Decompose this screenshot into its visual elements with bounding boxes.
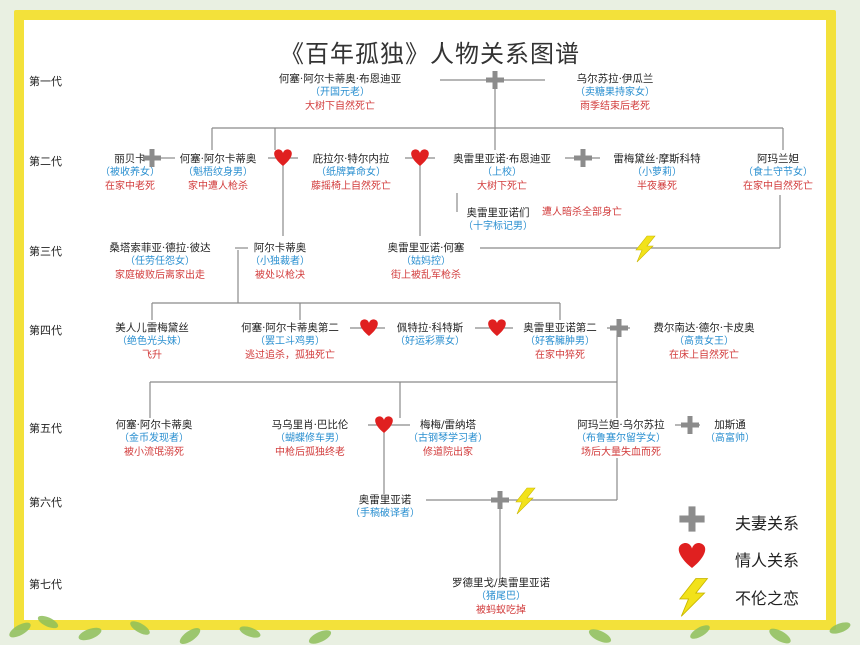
spouse-plus-icon [610, 319, 628, 337]
person-santa-sofia: 桑塔索菲亚·德拉·彼达 （任劳任怨女） 家庭破败后离家出走 [109, 242, 211, 281]
person-ursula: 乌尔苏拉·伊瓜兰 （卖糖果持家女） 雨季结束后老死 [575, 73, 655, 112]
person-amaranta: 阿玛兰妲 （食土守节女） 在家中自然死亡 [743, 153, 813, 192]
person-rebeca: 丽贝卡 （被收养女） 在家中老死 [100, 153, 160, 192]
generation-label: 第四代 [29, 324, 62, 337]
incest-bolt-icon [635, 235, 656, 263]
fate-aurelianos-17: 遭人暗杀全部身亡 [542, 207, 622, 218]
decorative-leaves [9, 615, 851, 645]
person-gaston: 加斯通 （高富帅） [705, 419, 755, 444]
person-jose-arcadio-2: 何塞·阿尔卡蒂奥 （魁梧纹身男） 家中遭人枪杀 [179, 153, 257, 192]
person-jose-arcadio-buendia: 何塞·阿尔卡蒂奥·布恩迪亚 （开国元老） 大树下自然死亡 [278, 73, 402, 112]
person-aureliano-colonel: 奥雷里亚诺·布恩迪亚 （上校） 大树下死亡 [453, 153, 551, 192]
person-aurelianos-17: 奥雷里亚诺们 （十字标记男） [463, 207, 533, 232]
legend-heart-icon [678, 543, 706, 568]
person-amaranta-ursula: 阿玛兰妲·乌尔苏拉 （布鲁塞尔留学女） 场后大量失血而死 [576, 419, 666, 458]
person-mauricio: 马乌里肖·巴比伦 （蝴蝶修车男） 中枪后孤独终老 [271, 419, 349, 458]
legend-plus-icon [679, 506, 705, 532]
person-aureliano-jose: 奥雷里亚诺·何塞 （姑妈控） 街上被乱军枪杀 [387, 242, 465, 281]
person-remedios-moscote: 雷梅黛丝·摩斯科特 （小萝莉） 半夜暴死 [613, 153, 701, 192]
spouse-plus-icon [574, 149, 592, 167]
person-meme: 梅梅/雷纳塔 （古钢琴学习者） 修道院出家 [408, 419, 488, 458]
spouse-plus-icon [486, 71, 504, 89]
person-aureliano-babilonia: 奥雷里亚诺 （手稿破译者） [350, 494, 420, 519]
spouse-plus-icon [491, 491, 509, 509]
legend-lover-label: 情人关系 [735, 551, 800, 570]
generation-label: 第一代 [29, 75, 62, 88]
lover-heart-icon [274, 149, 292, 166]
person-arcadio: 阿尔卡蒂奥 （小独裁者） 被处以枪决 [250, 242, 310, 281]
lover-heart-icon [488, 319, 506, 336]
person-remedios-beauty: 美人儿雷梅黛丝 （绝色光头妹） 飞升 [115, 322, 189, 361]
lover-heart-icon [375, 416, 393, 433]
generation-label: 第六代 [29, 496, 62, 509]
legend-spouse-label: 夫妻关系 [735, 514, 800, 533]
person-pilar: 庇拉尔·特尔内拉 （纸牌算命女） 藤摇椅上自然死亡 [311, 153, 391, 192]
person-rodrigo: 罗德里戈/奥雷里亚诺 （猪尾巴） 被蚂蚁吃掉 [451, 577, 551, 616]
page-title: 《百年孤独》人物关系图谱 [280, 40, 580, 68]
lover-heart-icon [411, 149, 429, 166]
legend-incest-label: 不伦之恋 [735, 589, 800, 608]
person-fernanda: 费尔南达·德尔·卡皮奥 （高贵女王） 在床上自然死亡 [653, 322, 755, 361]
spouse-plus-icon [681, 416, 699, 434]
person-aureliano-segundo: 奥雷里亚诺第二 （好客臃肿男） 在家中猝死 [523, 322, 597, 361]
person-jose-arcadio-5: 何塞·阿尔卡蒂奥 （金币发现者） 被小流氓溺死 [115, 419, 193, 458]
lover-heart-icon [360, 319, 378, 336]
spouse-plus-icon [143, 149, 161, 167]
generation-label: 第二代 [29, 155, 62, 168]
generation-label: 第七代 [29, 578, 62, 591]
generation-label: 第五代 [29, 422, 62, 435]
generation-label: 第三代 [29, 245, 62, 258]
person-jose-arcadio-segundo: 何塞·阿尔卡蒂奥第二 （罢工斗鸡男） 逃过追杀，孤独死亡 [241, 322, 339, 361]
person-petra: 佩特拉·科特斯 （好运彩票女） [395, 322, 465, 347]
incest-bolt-icon [515, 487, 536, 515]
